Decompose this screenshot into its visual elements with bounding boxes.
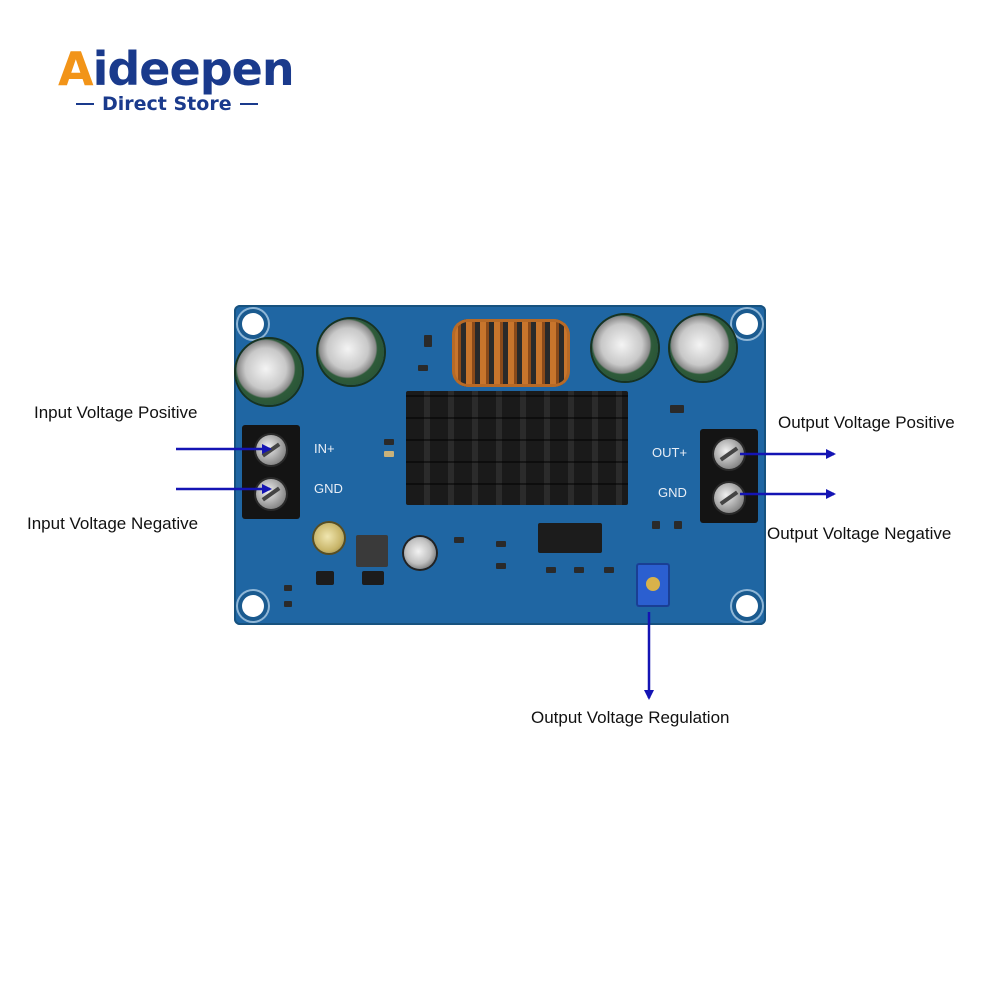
brand-logo-initial: A bbox=[58, 42, 94, 96]
mount-hole-bottom-right bbox=[736, 595, 758, 617]
silk-in-plus: IN+ bbox=[314, 441, 335, 456]
input-capacitor-1 bbox=[236, 339, 302, 405]
inductor-l2 bbox=[356, 535, 388, 567]
mount-hole-top-left bbox=[242, 313, 264, 335]
output-positive-screw bbox=[714, 439, 744, 469]
brand-logo: Aideepen bbox=[58, 46, 295, 92]
smd-part bbox=[454, 537, 464, 543]
smd-part bbox=[424, 335, 432, 347]
smd-part bbox=[418, 365, 428, 371]
smd-part bbox=[546, 567, 556, 573]
tagline-dash-left bbox=[76, 103, 94, 105]
label-output-regulation: Output Voltage Regulation bbox=[531, 708, 730, 727]
label-input-positive: Input Voltage Positive bbox=[34, 403, 198, 422]
smd-part bbox=[384, 439, 394, 445]
heatsink bbox=[406, 391, 628, 505]
tagline-dash-right bbox=[239, 103, 258, 105]
diode-d4 bbox=[362, 571, 384, 585]
smd-part bbox=[670, 405, 684, 413]
smd-part bbox=[674, 521, 682, 529]
brand-tagline-text: Direct Store bbox=[102, 93, 232, 115]
silk-out-plus: OUT+ bbox=[652, 445, 688, 460]
smd-part bbox=[574, 567, 584, 573]
controller-ic bbox=[538, 523, 602, 553]
smd-part bbox=[604, 567, 614, 573]
boost-converter-board: IN+ GND OUT+ GND bbox=[234, 305, 766, 625]
output-capacitor-2 bbox=[670, 315, 736, 381]
ic-u4 bbox=[316, 571, 334, 585]
brand-logo-name: ideepen bbox=[92, 42, 295, 96]
input-capacitor-2 bbox=[318, 319, 384, 385]
silk-in-gnd: GND bbox=[314, 481, 343, 496]
silk-out-gnd: GND bbox=[658, 485, 687, 500]
label-input-negative: Input Voltage Negative bbox=[27, 514, 199, 533]
smd-part bbox=[284, 585, 292, 591]
output-negative-screw bbox=[714, 483, 744, 513]
toroid-inductor bbox=[452, 319, 570, 387]
mount-hole-bottom-left bbox=[242, 595, 264, 617]
mount-hole-top-right bbox=[736, 313, 758, 335]
voltage-adjust-potentiometer bbox=[636, 563, 670, 607]
capacitor-c19 bbox=[404, 537, 436, 569]
smd-part bbox=[496, 563, 506, 569]
small-capacitor-c22 bbox=[314, 523, 344, 553]
brand-tagline: Direct Store bbox=[76, 92, 266, 116]
output-capacitor-1 bbox=[592, 315, 658, 381]
label-output-negative: Output Voltage Negative bbox=[767, 524, 952, 543]
input-terminal-block bbox=[242, 425, 300, 519]
smd-part bbox=[384, 451, 394, 457]
smd-part bbox=[284, 601, 292, 607]
output-terminal-block bbox=[700, 429, 758, 523]
label-output-positive: Output Voltage Positive bbox=[778, 413, 955, 432]
smd-part bbox=[496, 541, 506, 547]
smd-part bbox=[652, 521, 660, 529]
